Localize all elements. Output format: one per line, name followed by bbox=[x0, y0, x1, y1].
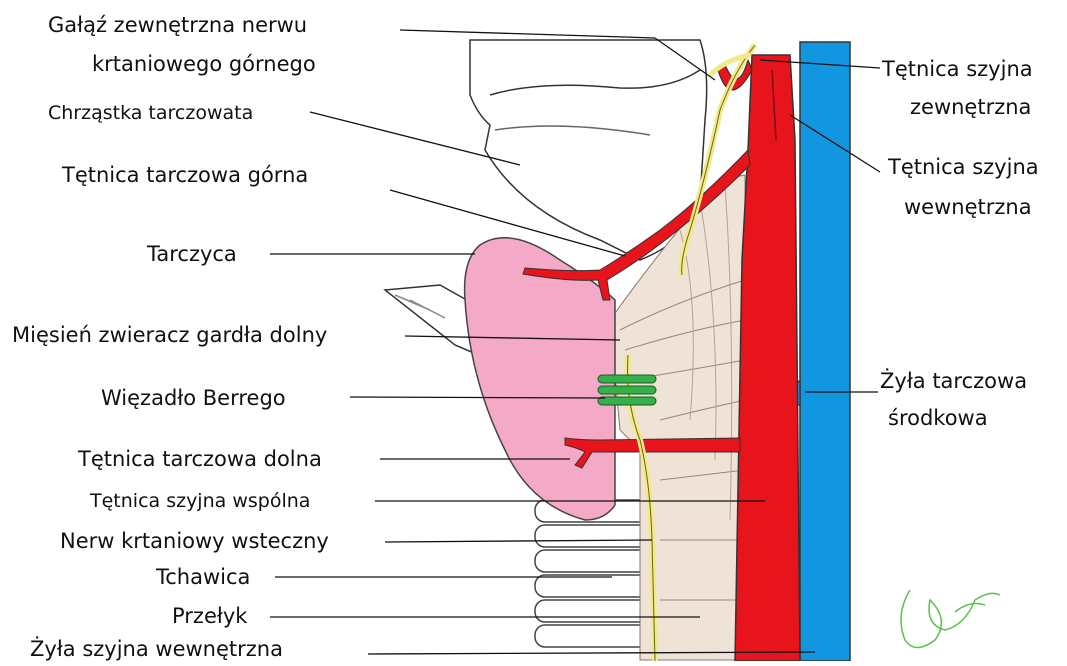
label-tchawica: Tchawica bbox=[156, 564, 250, 590]
label-tarczyca: Tarczyca bbox=[147, 241, 237, 267]
label-przelyk: Przełyk bbox=[172, 603, 247, 629]
label-miesien: Mięsień zwieracz gardła dolny bbox=[12, 322, 327, 348]
label-galaz-line2: krtaniowego górnego bbox=[92, 51, 316, 77]
label-galaz-line1: Gałąź zewnętrzna nerwu bbox=[48, 12, 307, 38]
label-tetnica-zewn-line1: Tętnica szyjna bbox=[882, 56, 1033, 82]
label-wiezadlo: Więzadło Berrego bbox=[101, 385, 286, 411]
label-zyla-tarczowa-line1: Żyła tarczowa bbox=[880, 368, 1027, 394]
trachea bbox=[535, 500, 655, 647]
label-tetnica-wewn-line2: wewnętrzna bbox=[904, 194, 1032, 220]
internal-jugular-vein bbox=[800, 42, 850, 661]
label-tetnica-tarczowa-gorna: Tętnica tarczowa górna bbox=[62, 162, 308, 188]
berry-ligament bbox=[598, 375, 656, 405]
label-tetnica-tarczowa-dolna: Tętnica tarczowa dolna bbox=[78, 446, 322, 472]
label-tetnica-szyjna-wspolna: Tętnica szyjna wspólna bbox=[90, 488, 310, 514]
label-chrzastka: Chrząstka tarczowata bbox=[48, 100, 253, 126]
label-tetnica-zewn-line2: zewnętrzna bbox=[910, 94, 1031, 120]
label-nerw-krtaniowy: Nerw krtaniowy wsteczny bbox=[60, 528, 329, 554]
label-tetnica-wewn-line1: Tętnica szyjna bbox=[888, 154, 1039, 180]
label-zyla-szyjna: Żyła szyjna wewnętrzna bbox=[30, 636, 283, 662]
signature-mark bbox=[901, 590, 1000, 648]
label-zyla-tarczowa-line2: środkowa bbox=[888, 405, 988, 431]
common-carotid-artery bbox=[735, 55, 800, 661]
